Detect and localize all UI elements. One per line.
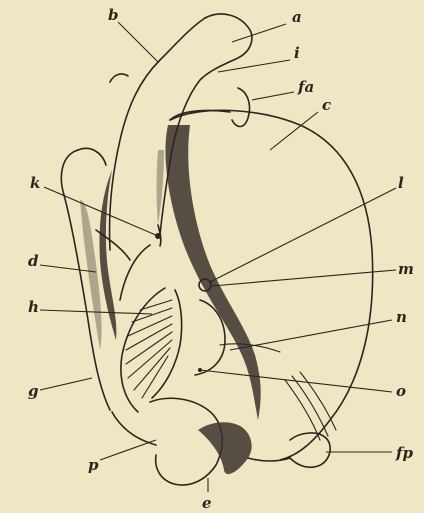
label-c: c bbox=[322, 96, 331, 114]
specimen-drawing bbox=[61, 14, 372, 485]
label-h: h bbox=[28, 298, 39, 316]
label-l: l bbox=[398, 174, 404, 192]
label-fp: fp bbox=[395, 444, 413, 462]
label-b: b bbox=[108, 6, 119, 24]
label-p: p bbox=[88, 456, 99, 474]
label-o: o bbox=[396, 382, 406, 400]
label-n: n bbox=[396, 308, 407, 326]
label-k: k bbox=[30, 174, 40, 192]
label-fa: fa bbox=[297, 78, 314, 96]
label-m: m bbox=[398, 260, 414, 278]
label-a: a bbox=[292, 8, 302, 26]
label-d: d bbox=[28, 252, 39, 270]
label-e: e bbox=[202, 494, 212, 512]
label-g: g bbox=[28, 382, 39, 400]
label-i: i bbox=[294, 44, 300, 62]
